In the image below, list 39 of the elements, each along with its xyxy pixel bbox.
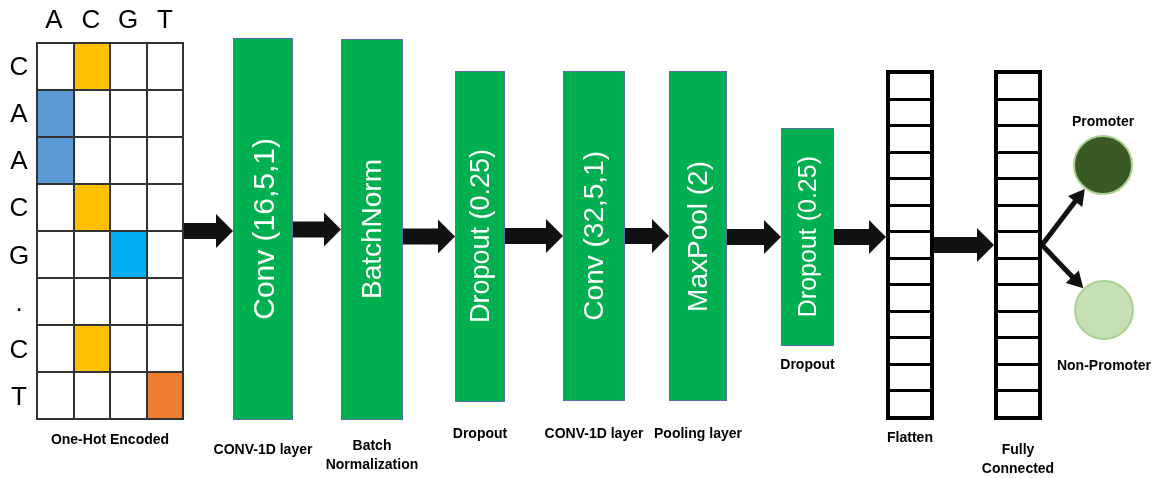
arrow [1040,188,1085,247]
layer-caption: Batch Normalization [324,436,420,474]
arrow [934,228,994,262]
layer-caption: Fully Connected [980,440,1056,478]
column-letter: C [80,3,102,36]
layer-label: Dropout (0.25) [791,156,822,318]
layer-label: Conv (32,5,1) [577,151,610,321]
arrow [1040,243,1084,289]
layer-label: BatchNorm [355,159,388,300]
column-letter: A [44,3,64,36]
arrow [727,220,781,254]
arrow [625,219,669,253]
arrow [505,219,563,253]
arrow [834,220,886,254]
row-letter: C [8,191,30,225]
layer-label: MaxPool (2) [681,160,714,312]
layer-caption: Dropout [451,424,509,443]
layer-caption: CONV-1D layer [543,424,645,443]
layer-caption: Pooling layer [653,424,743,443]
layer-caption: Flatten [886,428,934,447]
row-letter: G [7,238,31,272]
layer-caption: CONV-1D layer [212,440,314,459]
layer-caption: One-Hot Encoded [49,430,171,449]
arrow [184,214,233,248]
row-letter: A [9,96,29,130]
row-letter: C [8,333,30,367]
layer-label: Conv (16,5,1) [245,138,281,320]
arrow [293,212,341,247]
arrow [403,219,455,254]
row-letter: C [8,49,30,83]
layer-caption: Non-Promoter [1055,356,1153,375]
row-letter: A [9,144,29,178]
row-letter: . [14,285,24,319]
row-letter: T [10,380,28,414]
layer-caption: Dropout [779,355,836,374]
column-letter: T [156,3,174,36]
column-letter: G [116,3,140,36]
layer-label: Dropout (0.25) [463,149,496,324]
layer-caption: Promoter [1070,112,1136,131]
